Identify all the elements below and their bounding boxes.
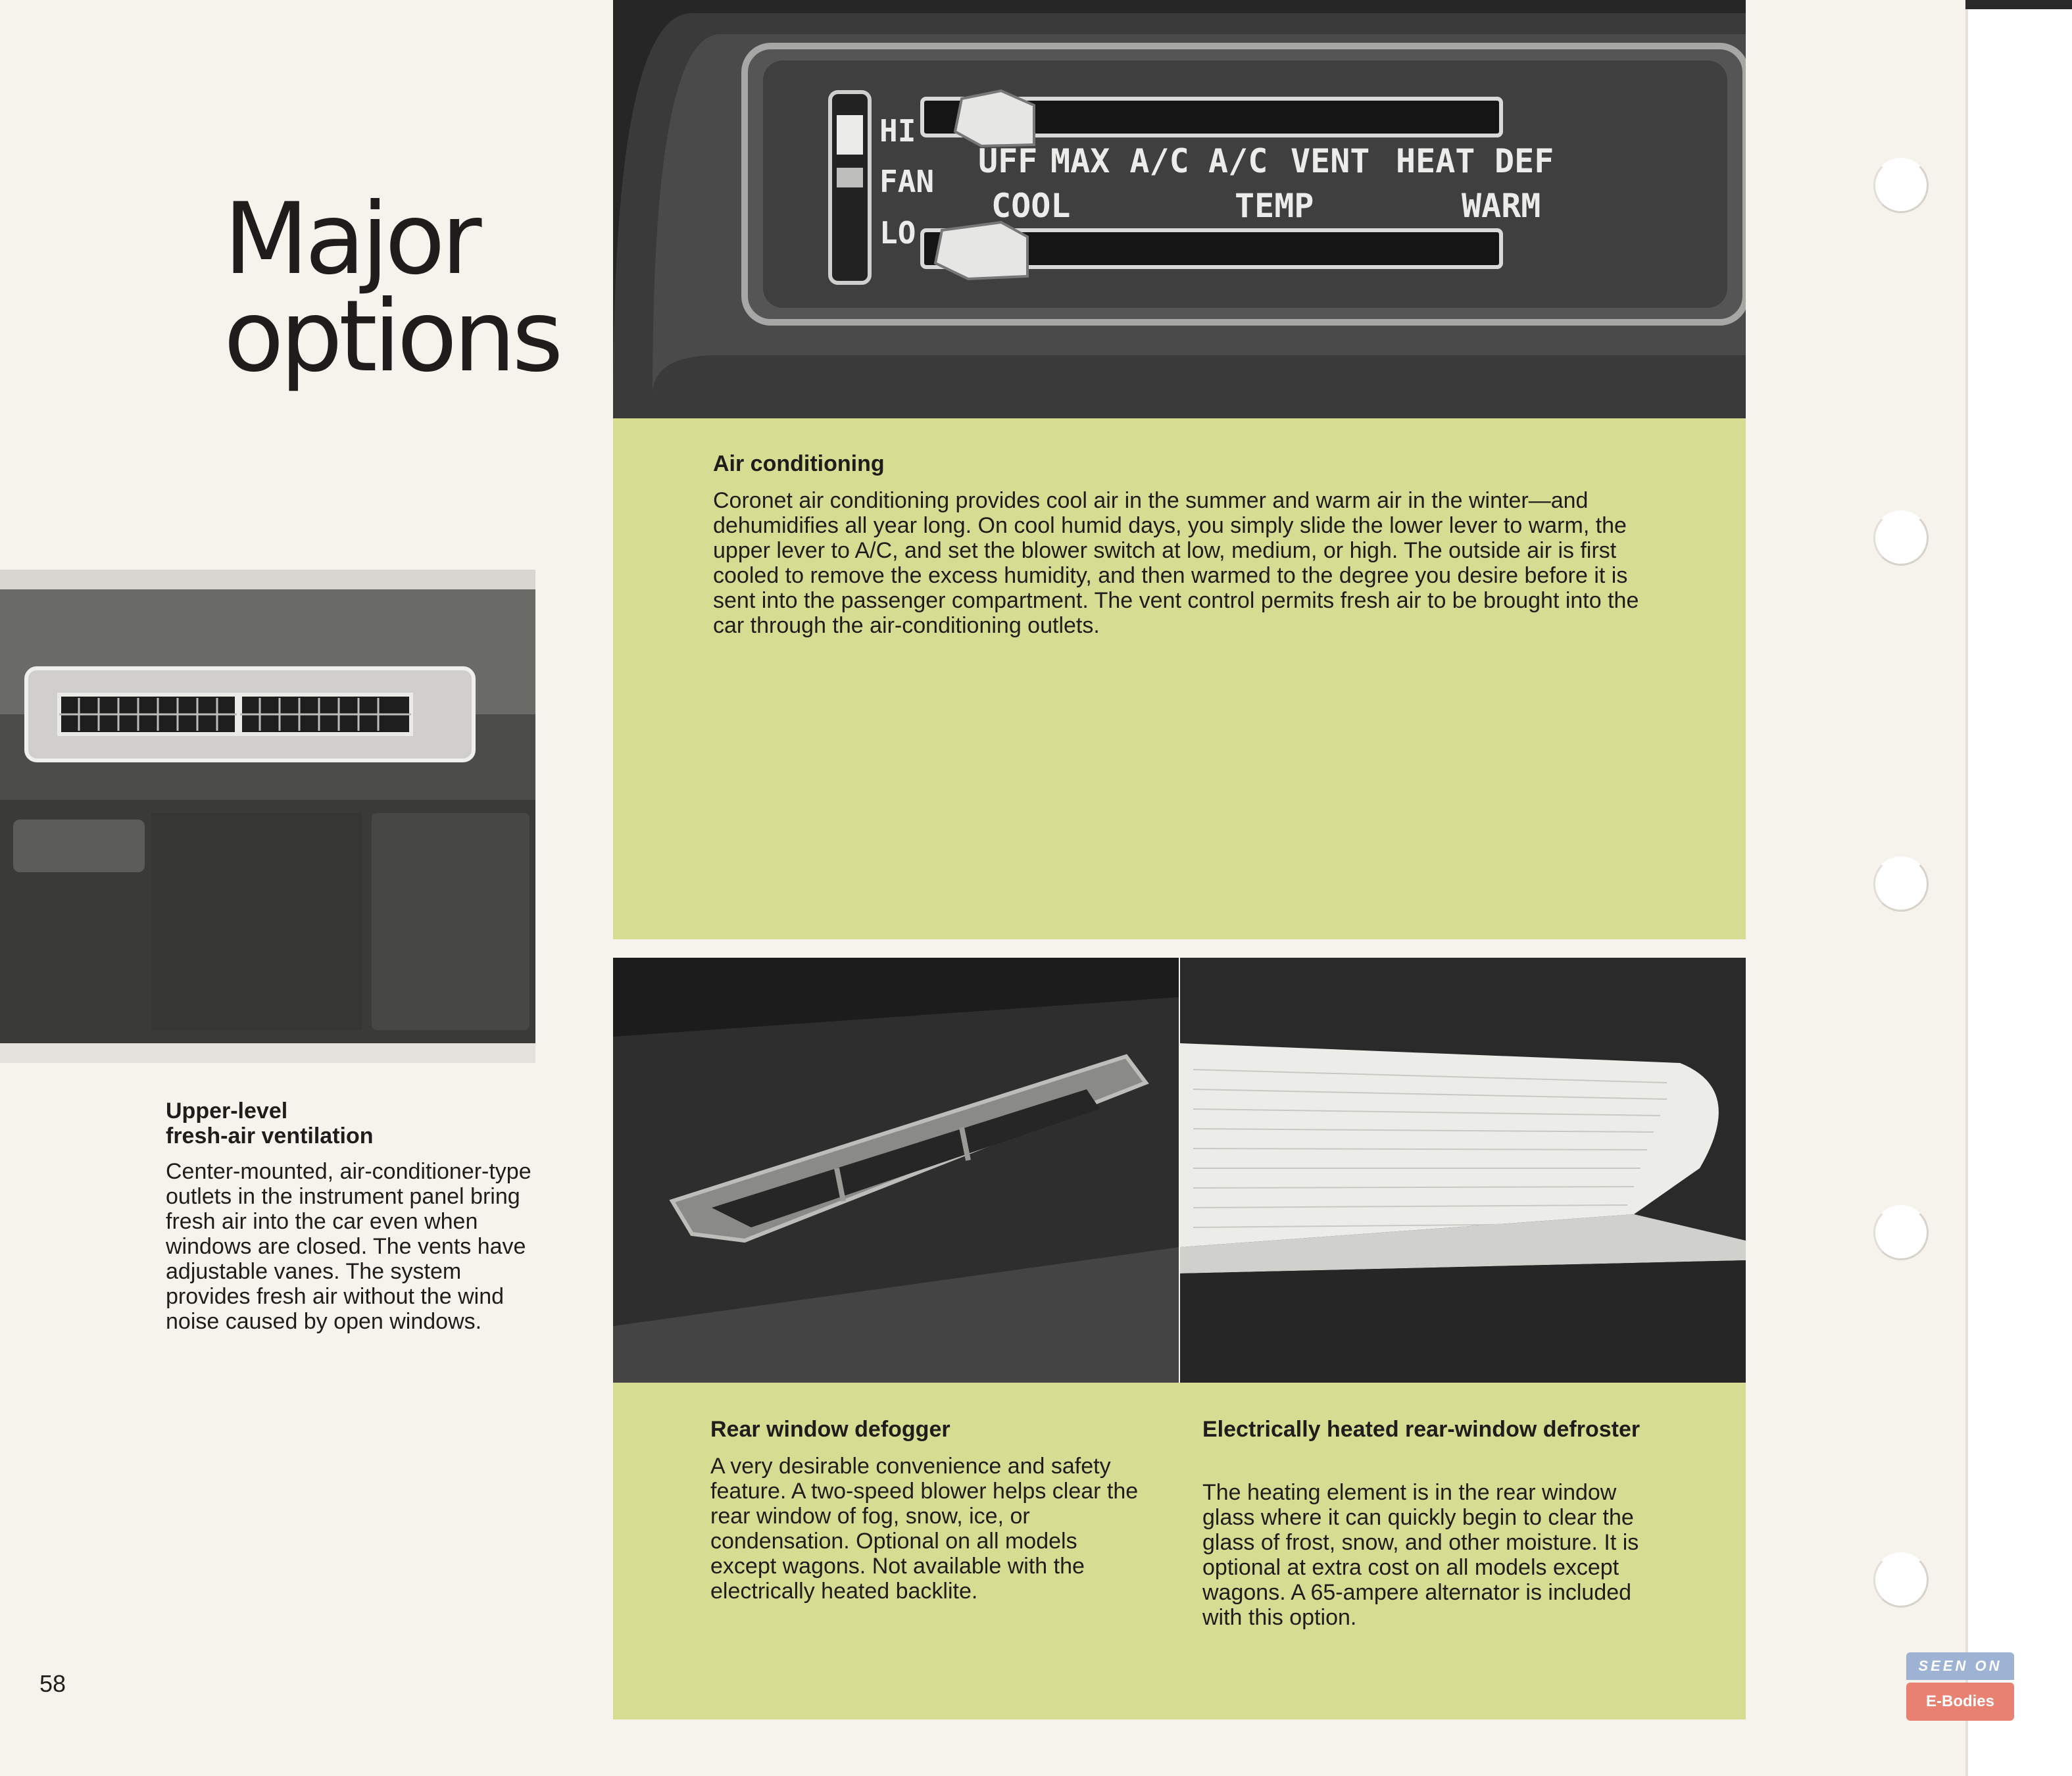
upper-level-heading: Upper-level fresh-air ventilation <box>166 1098 534 1148</box>
defogger-illustration <box>613 958 1179 1383</box>
seen-on-watermark: SEEN ON E-Bodies <box>1906 1652 2014 1721</box>
binder-hole-icon <box>1873 158 1929 213</box>
air-conditioning-panel <box>613 418 1746 939</box>
air-conditioning-body: Coronet air conditioning provides cool a… <box>713 488 1639 638</box>
rear-defogger-body: A very desirable convenience and safety … <box>710 1454 1139 1604</box>
binder-hole-icon <box>1873 856 1929 912</box>
ac-control-illustration: HI FAN LO UFF MAX A/C A/C VENT HEAT DEF … <box>613 0 1746 418</box>
upper-level-body: Center-mounted, air-conditioner-type out… <box>166 1159 531 1334</box>
page-number: 58 <box>39 1670 66 1697</box>
binder-hole-icon <box>1873 1552 1929 1608</box>
watermark-line1: SEEN ON <box>1906 1652 2014 1680</box>
temp-cool-label: COOL <box>991 187 1070 225</box>
binder-hole-icon <box>1873 1205 1929 1260</box>
page-title: Major options <box>224 182 618 394</box>
heated-rear-window-photo <box>1180 958 1746 1383</box>
mode-def-label: DEF <box>1494 142 1554 180</box>
mode-vent-label: VENT <box>1291 142 1369 180</box>
mode-off-label: UFF <box>978 142 1037 180</box>
upper-level-vent-photo <box>0 570 535 1063</box>
mode-max-ac-label: MAX A/C <box>1050 142 1189 180</box>
mode-ac-label: A/C <box>1208 142 1268 180</box>
page-title-line2: options <box>224 280 563 394</box>
defroster-illustration <box>1180 958 1746 1383</box>
fan-lo-label: LO <box>879 215 916 251</box>
page-title-line1: Major <box>224 182 481 297</box>
rear-defogger-heading: Rear window defogger <box>710 1417 950 1442</box>
rear-window-defogger-photo <box>613 958 1179 1383</box>
fan-hi-label: HI <box>879 113 916 149</box>
page-right-margin <box>1965 0 2072 1776</box>
upper-level-heading-line2: fresh-air ventilation <box>166 1123 374 1148</box>
fan-label: FAN <box>879 164 934 199</box>
heated-defroster-heading: Electrically heated rear-window defroste… <box>1202 1417 1640 1442</box>
air-conditioning-control-photo: HI FAN LO UFF MAX A/C A/C VENT HEAT DEF … <box>613 0 1746 418</box>
mode-heat-label: HEAT <box>1396 142 1475 180</box>
scan-corner-strip <box>1965 0 2072 9</box>
air-conditioning-heading: Air conditioning <box>713 451 885 476</box>
heated-defroster-body: The heating element is in the rear windo… <box>1202 1480 1639 1630</box>
binder-hole-icon <box>1873 510 1929 566</box>
page-edge-shadow <box>1965 0 1968 1776</box>
temp-label: TEMP <box>1235 187 1314 225</box>
rear-options-panel <box>613 1383 1746 1719</box>
watermark-line2: E-Bodies <box>1906 1683 2014 1721</box>
vent-illustration <box>0 570 535 1063</box>
upper-level-heading-line1: Upper-level <box>166 1098 288 1123</box>
temp-warm-label: WARM <box>1462 187 1541 225</box>
